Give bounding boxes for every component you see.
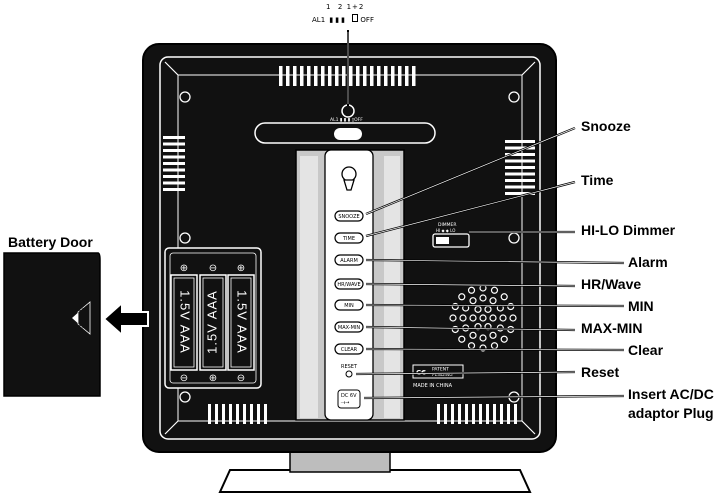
polarity-icon: ⊖ — [209, 263, 217, 274]
arrow-icon — [102, 300, 149, 338]
label-adaptor-line2: adaptor Plug — [628, 405, 714, 421]
battery-label: 1.5V AAA — [204, 290, 219, 354]
svg-text:DC 6V: DC 6V — [341, 393, 357, 399]
polarity-icon: ⊕ — [209, 373, 217, 384]
battery-label: 1.5V AAA — [178, 290, 193, 354]
leader-line-highlight — [365, 259, 625, 264]
device-button-alarm: ALARM — [334, 254, 364, 266]
label-battery-door: Battery Door — [8, 234, 93, 250]
battery-door — [3, 252, 101, 397]
svg-text:⟞→: ⟞→ — [341, 400, 349, 406]
svg-text:PATENT: PATENT — [432, 367, 449, 373]
label-hi-lo-dimmer: HI-LO Dimmer — [581, 222, 676, 238]
battery: 1.5V AAA ⊕ ⊖ — [227, 263, 255, 384]
dimmer-switch: DIMMER HI ◆ ◆ LO — [432, 222, 470, 248]
label-min: MIN — [628, 298, 654, 314]
device-button-clear: CLEAR — [334, 343, 364, 355]
switch-bars: ▮▮▮ — [329, 16, 347, 24]
label-time: Time — [581, 172, 614, 188]
leader-line-highlight — [365, 348, 625, 351]
device-button-text: SNOOZE — [338, 214, 359, 220]
device-button-text: MAX-MIN — [338, 325, 361, 331]
battery: 1.5V AAA ⊕ ⊖ — [170, 263, 198, 384]
label-max-min: MAX-MIN — [581, 320, 643, 336]
device-button-text: CLEAR — [341, 347, 358, 353]
polarity-icon: ⊖ — [237, 373, 245, 384]
svg-text:HI ◆ ◆ LO: HI ◆ ◆ LO — [436, 228, 455, 233]
device-button-text: TIME — [342, 236, 355, 242]
battery-label: 1.5V AAA — [235, 290, 250, 354]
svg-text:AL1 ▮ ▮ ▮ ▯OFF: AL1 ▮ ▮ ▮ ▯OFF — [330, 117, 363, 123]
svg-text:DIMMER: DIMMER — [438, 222, 457, 228]
device-button-hr-wave: HR/WAVE — [334, 278, 364, 290]
leader-line-highlight — [363, 395, 625, 399]
label-hr-wave: HR/Wave — [581, 276, 642, 292]
device-button-text: MIN — [344, 303, 354, 309]
vent-bottom-right — [437, 404, 517, 424]
svg-text:RESET: RESET — [341, 364, 358, 370]
polarity-icon: ⊕ — [180, 263, 188, 274]
label-clear: Clear — [628, 342, 664, 358]
device-button-text: ALARM — [340, 258, 358, 264]
device-button-snooze: SNOOZE — [334, 210, 364, 222]
switch-numbers: 1 2 1+2 — [326, 3, 365, 11]
device-button-text: HR/WAVE — [337, 282, 360, 288]
svg-text:MADE IN CHINA: MADE IN CHINA — [413, 383, 453, 389]
device-button-time: TIME — [334, 232, 364, 244]
leader-line-highlight — [365, 127, 576, 215]
switch-slot: AL1 ▮ ▮ ▮ ▯OFF — [254, 104, 436, 144]
switch-off: OFF — [360, 16, 374, 24]
label-alarm: Alarm — [628, 254, 668, 270]
label-snooze: Snooze — [581, 118, 631, 134]
switch-off-box — [352, 14, 359, 22]
vent-bottom-left — [208, 404, 267, 424]
leader-line-highlight — [355, 371, 576, 375]
svg-text:PENDING: PENDING — [432, 372, 453, 378]
switch-al1: AL1 — [312, 16, 326, 24]
vent-top — [279, 66, 416, 86]
polarity-icon: ⊖ — [180, 373, 188, 384]
device-buttons: SNOOZE TIME ALARM HR/WAVE MIN MAX-MIN CLEAR — [334, 210, 364, 355]
vent-left — [163, 136, 185, 191]
label-adaptor-line1: Insert AC/DC — [628, 386, 714, 402]
reset-hole: RESET DC 6V ⟞→ — [337, 364, 361, 409]
vent-right — [505, 140, 535, 195]
leader-line-highlight — [365, 283, 576, 287]
battery: 1.5V AAA ⊖ ⊕ — [199, 263, 227, 384]
device-button-max-min: MAX-MIN — [334, 321, 364, 333]
device-button-min: MIN — [334, 299, 364, 311]
polarity-icon: ⊕ — [237, 263, 245, 274]
leader-line-highlight — [365, 304, 625, 307]
leader-line-highlight — [365, 181, 576, 237]
label-reset: Reset — [581, 364, 620, 380]
leader-line-highlight — [365, 326, 576, 331]
